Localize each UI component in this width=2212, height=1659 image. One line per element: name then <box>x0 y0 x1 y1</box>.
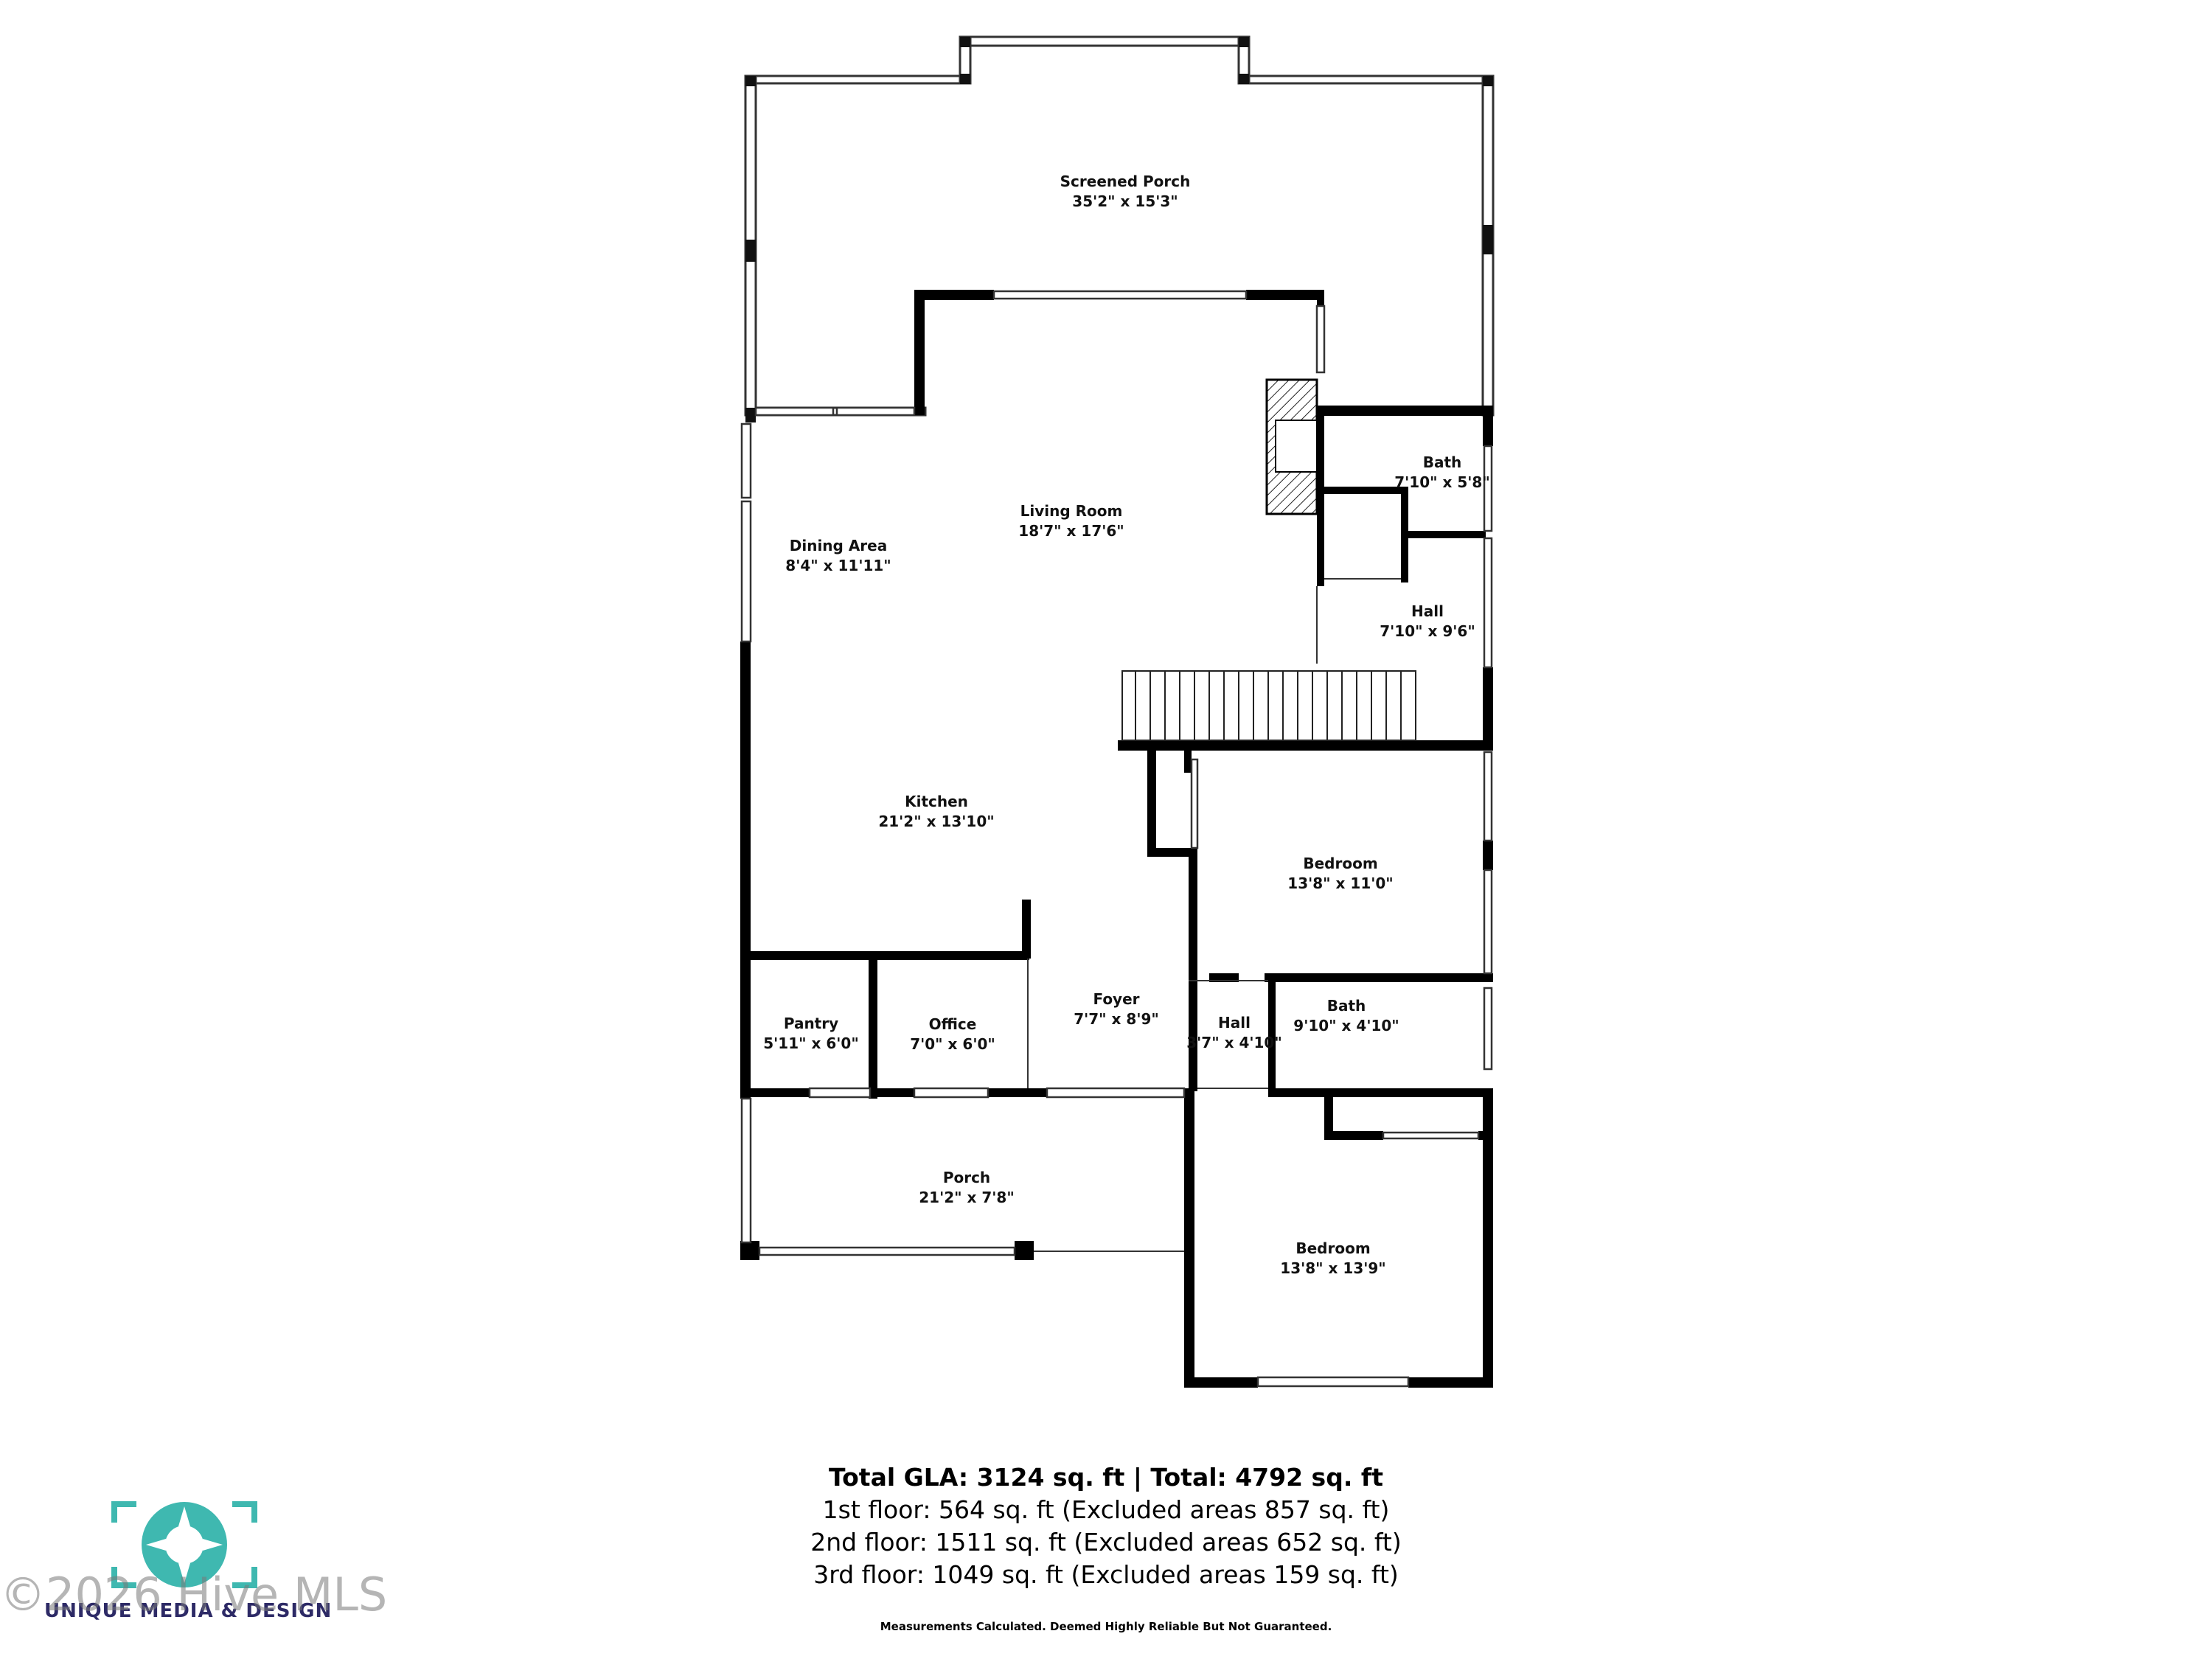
windows <box>740 290 1493 1388</box>
thin-lines <box>1027 578 1401 1252</box>
room-dims-screened-porch: 35'2" x 15'3" <box>1072 192 1178 210</box>
room-dims-bath-upper: 7'10" x 5'8" <box>1394 473 1490 491</box>
room-labels: Screened Porch 35'2" x 15'3" Living Room… <box>763 173 1490 1277</box>
camera-aperture-logo-icon <box>111 1501 257 1588</box>
room-dims-foyer: 7'7" x 8'9" <box>1074 1010 1159 1028</box>
room-name-office: Office <box>929 1015 977 1033</box>
room-dims-kitchen: 21'2" x 13'10" <box>878 813 994 830</box>
room-dims-living-room: 18'7" x 17'6" <box>1018 522 1124 540</box>
floor-2-area: 2nd floor: 1511 sq. ft (Excluded areas 6… <box>810 1528 1402 1557</box>
room-dims-bedroom-2: 13'8" x 13'9" <box>1280 1259 1385 1277</box>
room-name-hall-upper: Hall <box>1411 602 1444 620</box>
room-name-dining-area: Dining Area <box>790 537 887 554</box>
staircase <box>1121 670 1416 741</box>
room-name-bedroom-1: Bedroom <box>1303 855 1377 872</box>
room-dims-dining-area: 8'4" x 11'11" <box>785 557 891 574</box>
floor-1-area: 1st floor: 564 sq. ft (Excluded areas 85… <box>822 1495 1390 1524</box>
room-dims-porch: 21'2" x 7'8" <box>919 1189 1015 1206</box>
room-name-bath-upper: Bath <box>1423 453 1462 471</box>
watermark: ©2026 Hive MLS <box>0 1568 388 1621</box>
room-name-living-room: Living Room <box>1020 502 1123 520</box>
screened-porch-posts <box>745 37 1493 422</box>
room-name-screened-porch: Screened Porch <box>1060 173 1191 190</box>
room-name-pantry: Pantry <box>784 1015 838 1032</box>
room-dims-bath-lower: 9'10" x 4'10" <box>1293 1017 1399 1034</box>
room-dims-hall-upper: 7'10" x 9'6" <box>1380 622 1475 640</box>
room-dims-hall-lower: 3'7" x 4'10" <box>1186 1034 1282 1051</box>
total-area: Total GLA: 3124 sq. ft | Total: 4792 sq.… <box>829 1463 1383 1492</box>
room-name-hall-lower: Hall <box>1218 1014 1251 1032</box>
room-name-bedroom-2: Bedroom <box>1295 1239 1370 1257</box>
room-name-bath-lower: Bath <box>1327 997 1366 1015</box>
floor-3-area: 3rd floor: 1049 sq. ft (Excluded areas 1… <box>813 1560 1399 1589</box>
room-dims-pantry: 5'11" x 6'0" <box>763 1034 859 1052</box>
disclaimer: Measurements Calculated. Deemed Highly R… <box>880 1620 1332 1633</box>
screened-porch-walls <box>744 35 1495 417</box>
floor-plan: Screened Porch 35'2" x 15'3" Living Room… <box>740 35 1495 1388</box>
room-dims-bedroom-1: 13'8" x 11'0" <box>1287 874 1393 892</box>
room-name-kitchen: Kitchen <box>905 793 968 810</box>
logo-text: UNIQUE MEDIA & DESIGN <box>44 1600 333 1622</box>
room-name-porch: Porch <box>943 1169 990 1186</box>
exterior-walls <box>740 290 1493 1388</box>
fireplace <box>1265 378 1318 515</box>
room-name-foyer: Foyer <box>1093 990 1139 1008</box>
room-dims-office: 7'0" x 6'0" <box>910 1035 995 1053</box>
